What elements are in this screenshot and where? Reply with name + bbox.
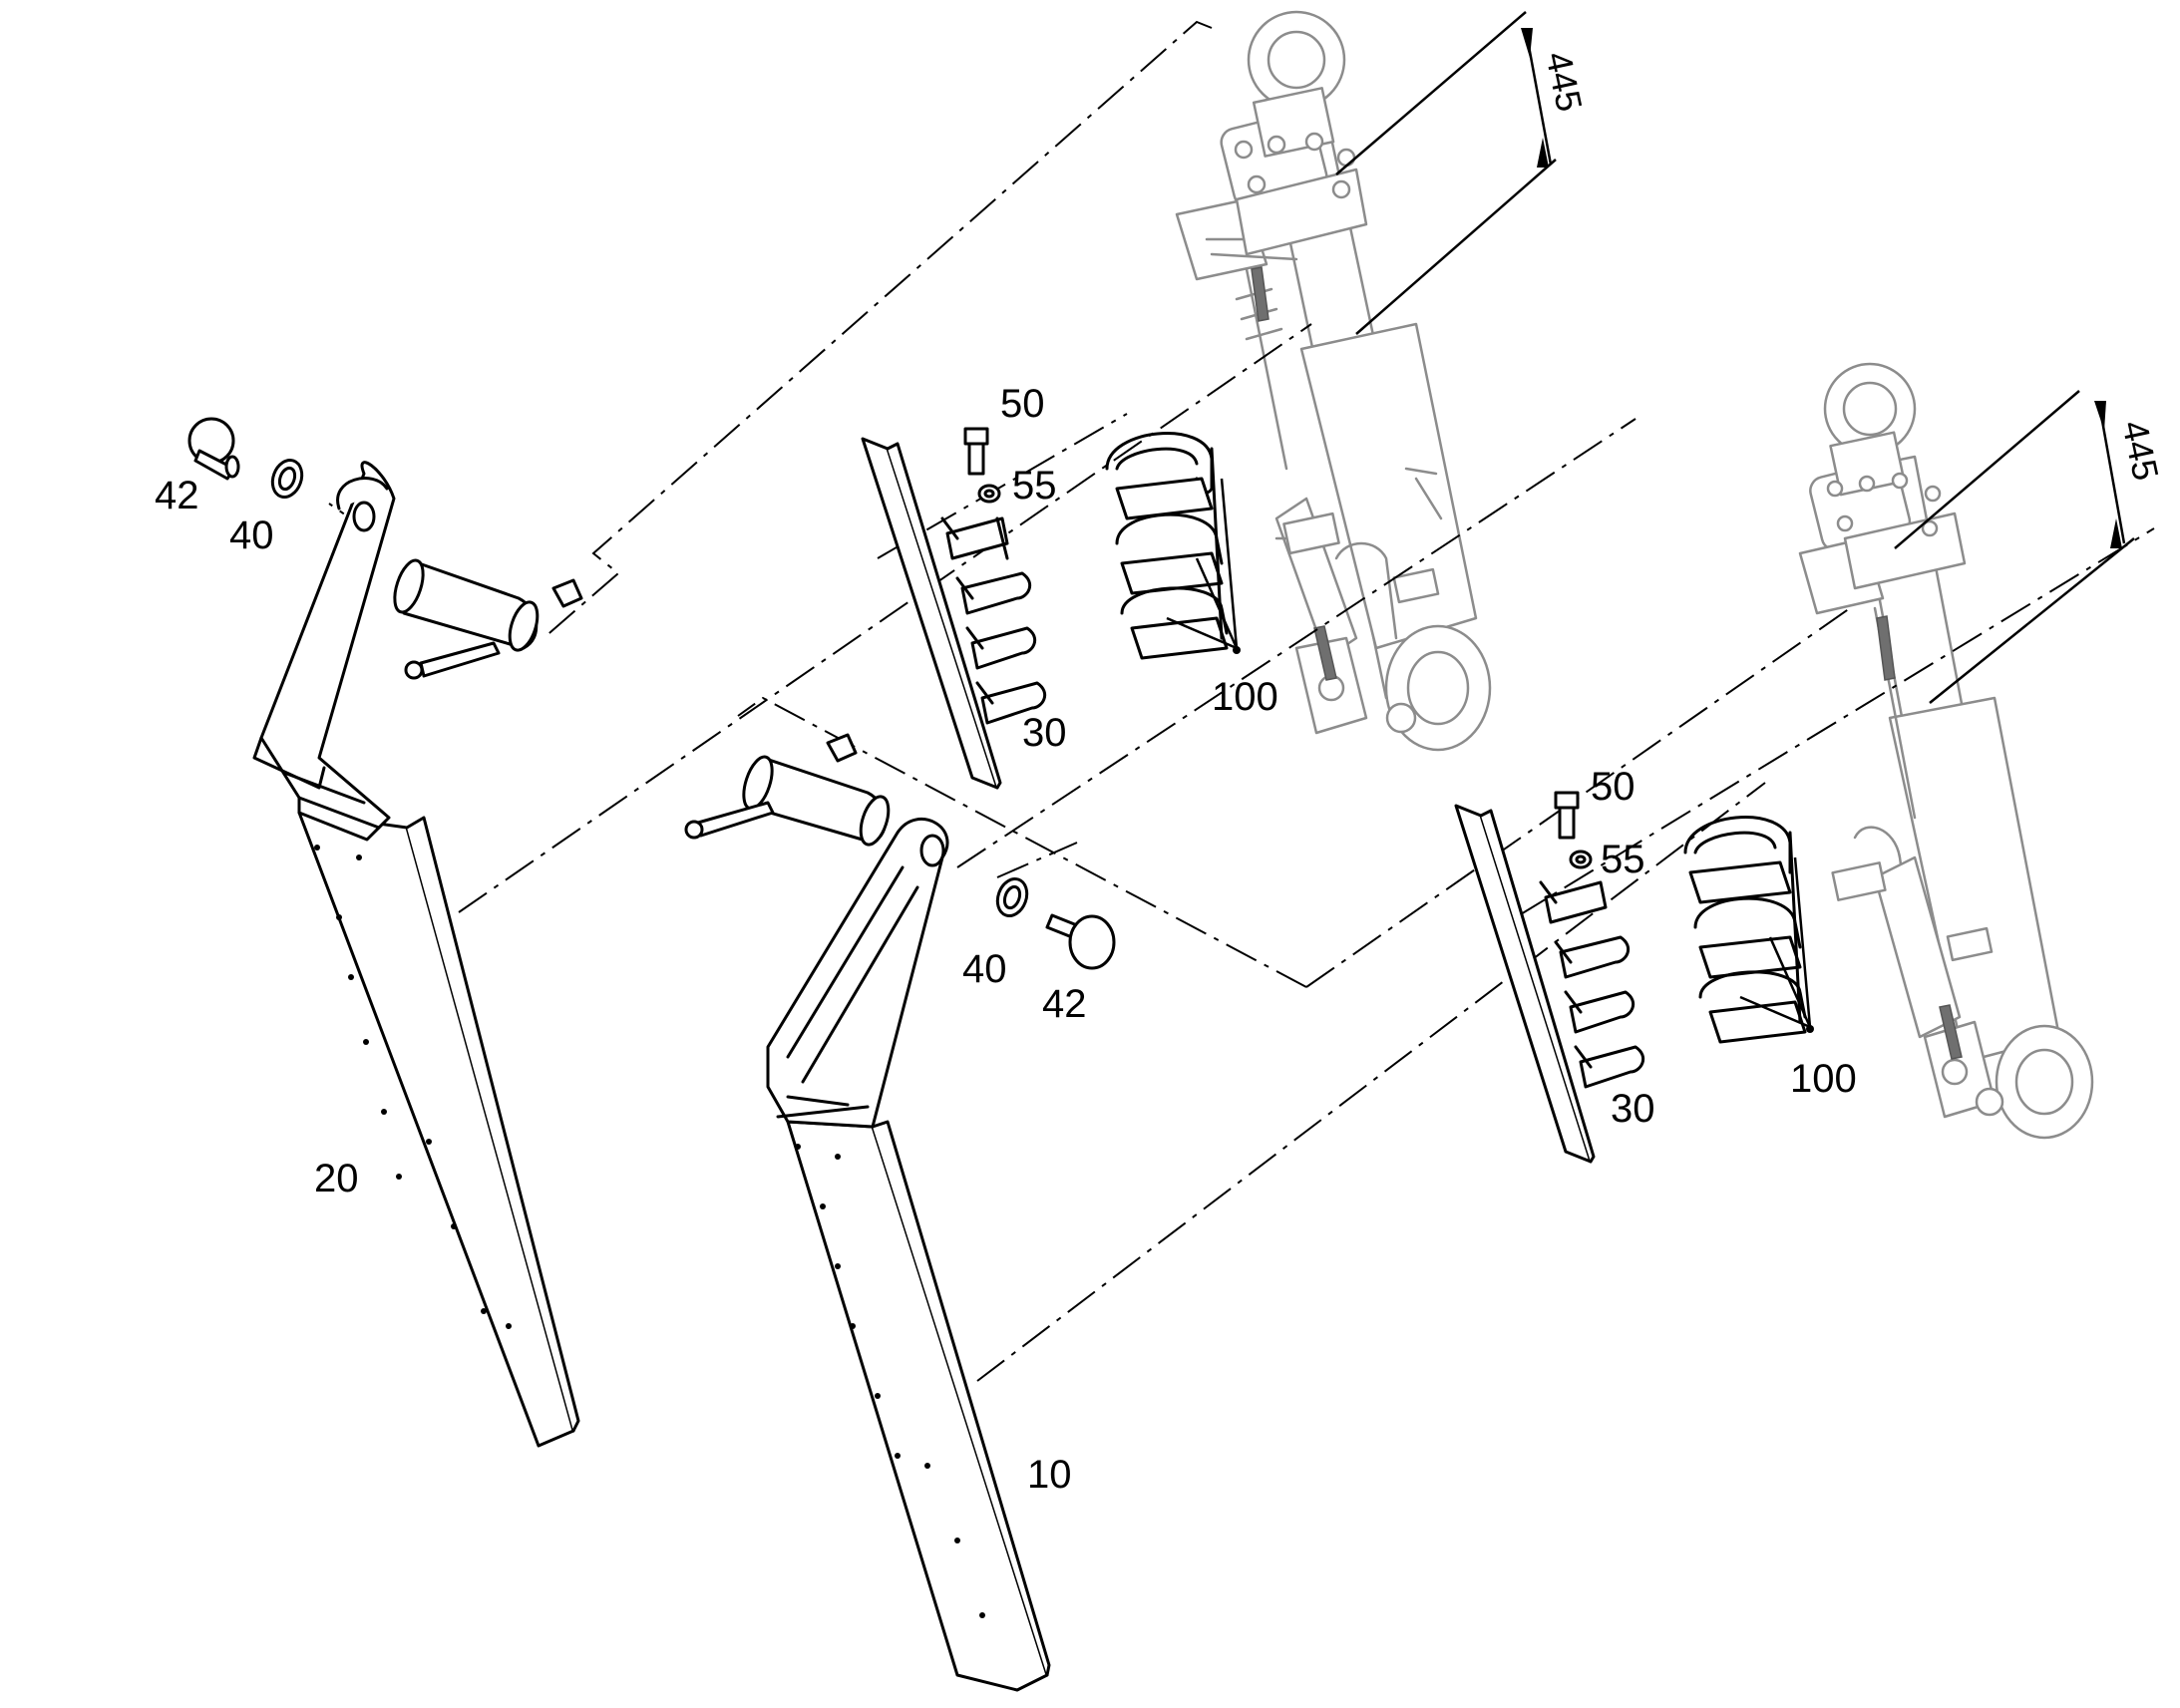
washer-40-lower xyxy=(995,877,1029,917)
lever-arm-10 xyxy=(766,817,1051,1692)
washer-40-upper xyxy=(270,459,304,499)
leader-lines xyxy=(1166,478,1814,1033)
label-40-upper: 40 xyxy=(229,513,274,557)
pin-assembly-upper xyxy=(393,558,583,680)
label-100-lower: 100 xyxy=(1790,1057,1857,1101)
bolt-50-lower xyxy=(1554,791,1580,840)
label-42-upper: 42 xyxy=(155,474,199,517)
label-30-upper: 30 xyxy=(1022,711,1067,755)
label-20: 20 xyxy=(314,1157,359,1200)
label-100-upper: 100 xyxy=(1212,675,1278,719)
label-50-upper: 50 xyxy=(1000,382,1045,426)
bracket-30-lower xyxy=(1454,804,1645,1164)
label-55-upper: 55 xyxy=(1012,464,1057,508)
label-42-lower: 42 xyxy=(1042,982,1087,1026)
dimension-value: 445 xyxy=(2114,417,2167,484)
hydraulic-cylinder-left xyxy=(1175,10,1492,752)
washer-55-lower xyxy=(1569,850,1593,869)
pin-cap-42-upper xyxy=(187,417,240,481)
position-labels: 42 40 20 50 55 30 100 40 42 10 50 55 30 … xyxy=(155,382,1857,1497)
washer-55-upper xyxy=(977,484,1001,504)
pin-cap-42-lower xyxy=(1045,913,1116,970)
label-30-lower: 30 xyxy=(1611,1087,1655,1131)
label-40-lower: 40 xyxy=(962,947,1007,991)
dimension-445-left: 445 xyxy=(1335,11,1591,335)
pipe-clamp-100-upper xyxy=(1105,432,1229,660)
hydraulic-cylinder-right xyxy=(1798,362,2094,1140)
pipe-clamp-100-lower xyxy=(1683,816,1807,1044)
label-10: 10 xyxy=(1027,1453,1072,1497)
bracket-30-upper xyxy=(861,437,1047,790)
lever-arm-20 xyxy=(252,461,580,1448)
label-55-lower: 55 xyxy=(1601,838,1645,881)
pin-assembly-lower xyxy=(684,733,891,847)
dimension-value: 445 xyxy=(1538,48,1591,115)
bolt-50-upper xyxy=(963,427,989,476)
label-50-lower: 50 xyxy=(1591,765,1635,809)
